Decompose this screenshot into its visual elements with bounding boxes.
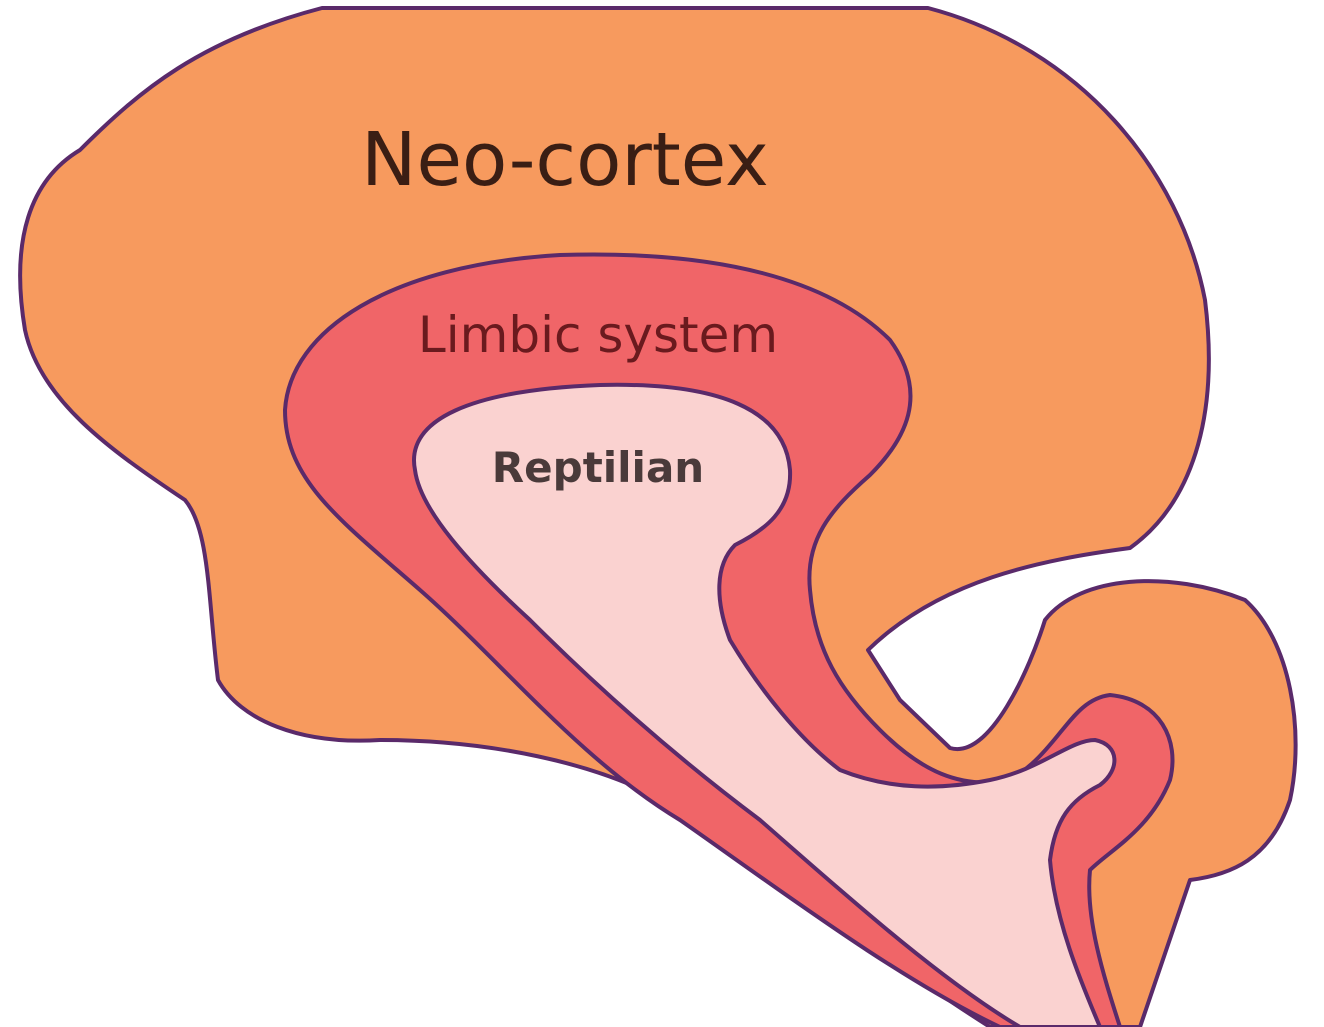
reptilian-label: Reptilian (492, 443, 704, 492)
limbic-system-label: Limbic system (418, 306, 778, 364)
neocortex-label: Neo-cortex (361, 117, 769, 203)
